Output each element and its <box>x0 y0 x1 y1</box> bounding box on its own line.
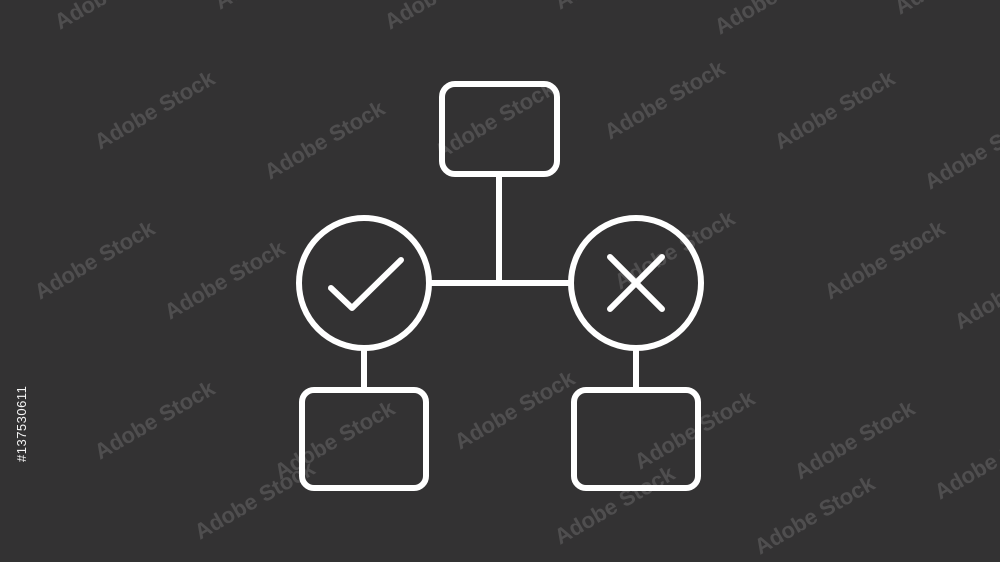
watermark-text: Adobe Stock <box>750 470 880 559</box>
stock-id-label: #137530611 <box>6 300 36 470</box>
watermark-text: Adobe Stock <box>210 0 340 14</box>
watermark-text: Adobe Stock <box>260 95 390 184</box>
watermark-text: Adobe Stock <box>820 215 950 304</box>
watermark-text: Adobe Stock <box>770 65 900 154</box>
watermark-text: Adobe Stock <box>160 235 290 324</box>
watermark-text: Adobe Stock <box>930 415 1000 504</box>
watermark-text: Adobe Stock <box>380 0 510 34</box>
watermark-text: Adobe Stock <box>550 0 680 14</box>
watermark-text: Adobe Stock <box>950 245 1000 334</box>
check-icon <box>328 257 404 311</box>
watermark-text: Adobe Stock <box>920 105 1000 194</box>
watermark-text: Adobe Stock <box>90 375 220 464</box>
watermark-text: Adobe Stock <box>550 460 680 549</box>
watermark-text: Adobe Stock <box>600 55 730 144</box>
watermark-text: Adobe Stock <box>90 65 220 154</box>
approve-circle <box>296 215 432 351</box>
watermark-text: Adobe Stock <box>30 215 160 304</box>
x-icon <box>607 254 665 312</box>
watermark-text: Adobe Stock <box>450 365 580 454</box>
watermark-text: Adobe Stock <box>710 0 840 39</box>
watermark-text: Adobe Stock <box>890 0 1000 19</box>
watermark-text: Adobe Stock <box>50 0 180 34</box>
approve-box <box>299 387 429 491</box>
watermark-text: Adobe Stock <box>790 395 920 484</box>
reject-box <box>571 387 701 491</box>
stock-id-text: #137530611 <box>14 385 29 462</box>
